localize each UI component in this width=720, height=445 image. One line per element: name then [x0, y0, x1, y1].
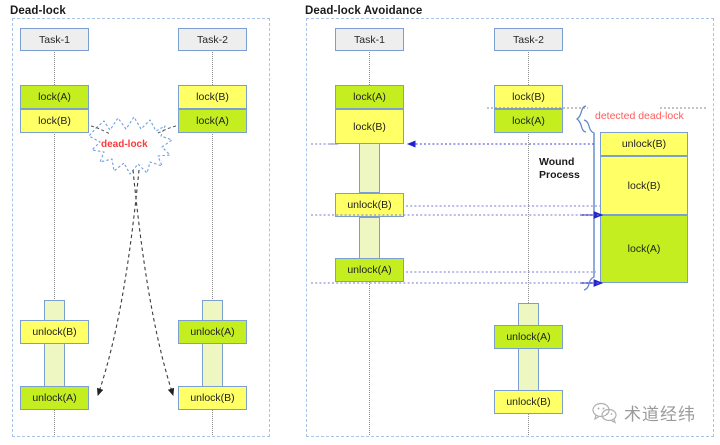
right-panel-title: Dead-lock Avoidance: [305, 5, 423, 17]
left-task1-header: Task-1: [20, 28, 89, 51]
left-task2-header: Task-2: [178, 28, 247, 51]
right-panel-frame: [306, 18, 714, 437]
right-task2-action-lock-b: lock(B): [494, 85, 563, 109]
left-task1-action-lock-a: lock(A): [20, 85, 89, 109]
left-task2-action-lock-a: lock(A): [178, 109, 247, 133]
left-task1-lifeline: [54, 50, 55, 435]
wound-stack-action-unlock-b: unlock(B): [600, 132, 688, 156]
left-panel-title: Dead-lock: [10, 5, 66, 17]
wechat-icon: [592, 402, 617, 424]
left-task2-action-unlock-a: unlock(A): [178, 320, 247, 344]
right-task2-action-lock-a: lock(A): [494, 109, 563, 133]
left-task1-action-unlock-b: unlock(B): [20, 320, 89, 344]
left-task2-lifeline: [212, 50, 213, 435]
wound-process-label-line1: Wound: [539, 156, 575, 168]
right-task1-action-lock-a: lock(A): [335, 85, 404, 109]
right-task1-action-unlock-a: unlock(A): [335, 258, 404, 282]
left-task1-action-lock-b: lock(B): [20, 109, 89, 133]
wound-stack-action-lock-b: lock(B): [600, 156, 688, 215]
right-task2-action-unlock-b: unlock(B): [494, 390, 563, 414]
left-task2-action-lock-b: lock(B): [178, 85, 247, 109]
right-task2-lifeline: [528, 50, 529, 435]
wound-stack-action-lock-a: lock(A): [600, 215, 688, 283]
watermark: 术道经纬: [592, 400, 696, 425]
left-deadlock-burst-label: dead-lock: [101, 139, 148, 150]
watermark-text: 术道经纬: [624, 405, 696, 424]
wound-process-label-line2: Process: [539, 169, 580, 181]
left-task2-action-unlock-b: unlock(B): [178, 386, 247, 410]
right-task1-header: Task-1: [335, 28, 404, 51]
right-task2-header: Task-2: [494, 28, 563, 51]
left-task1-action-unlock-a: unlock(A): [20, 386, 89, 410]
detected-deadlock-label: detected dead-lock: [595, 110, 684, 122]
right-task1-action-unlock-b: unlock(B): [335, 193, 404, 217]
right-task1-action-lock-b: lock(B): [335, 109, 404, 144]
right-task2-action-unlock-a: unlock(A): [494, 325, 563, 349]
wound-process-label: Wound Process: [539, 156, 580, 182]
left-panel-frame: [12, 18, 270, 437]
right-task1-activation-bar-1: [359, 143, 380, 193]
